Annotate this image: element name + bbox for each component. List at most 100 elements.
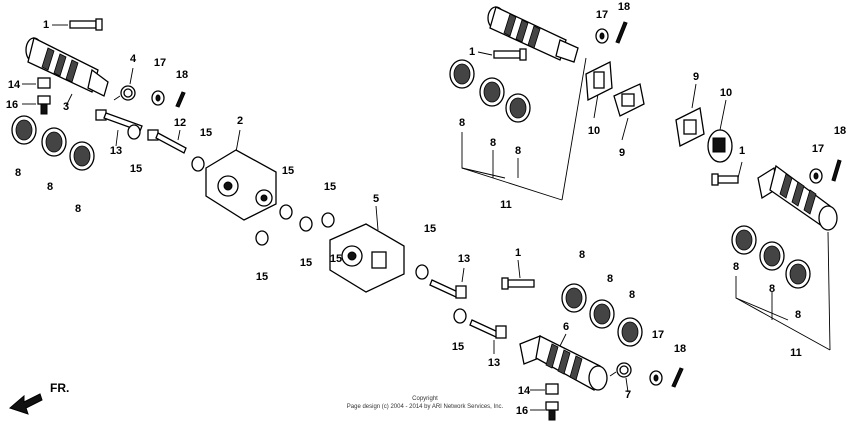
bolt-1-left xyxy=(69,18,103,31)
callout-18: 18 xyxy=(674,343,686,355)
copyright-line-2: Page design (c) 2004 - 2014 by ARI Netwo… xyxy=(347,404,504,410)
callout-11: 11 xyxy=(500,199,512,211)
callout-15: 15 xyxy=(282,165,294,177)
callout-8: 8 xyxy=(47,181,53,193)
cotter-pin-18-a xyxy=(175,91,186,108)
bolt-16-bottom xyxy=(545,401,559,421)
direction-arrow: FR. xyxy=(9,381,69,415)
callout-8: 8 xyxy=(15,167,21,179)
callout-15: 15 xyxy=(452,341,464,353)
callout-18: 18 xyxy=(176,69,188,81)
callout-6: 6 xyxy=(563,321,569,333)
callout-15: 15 xyxy=(324,181,336,193)
callout-13: 13 xyxy=(110,145,122,157)
plate-10-a xyxy=(585,60,613,102)
damper-8-bottom-1 xyxy=(561,283,587,313)
washer-17-b xyxy=(595,28,609,44)
bracket-2 xyxy=(205,149,277,221)
footpeg-left-front xyxy=(25,37,109,97)
direction-label: FR. xyxy=(50,381,69,395)
callout-1: 1 xyxy=(739,145,745,157)
callout-8: 8 xyxy=(579,249,585,261)
callout-18: 18 xyxy=(834,125,846,137)
callout-8: 8 xyxy=(607,273,613,285)
callout-1: 1 xyxy=(515,247,521,259)
callout-7: 7 xyxy=(625,389,631,401)
callout-11: 11 xyxy=(790,347,802,359)
callout-15: 15 xyxy=(130,163,142,175)
cotter-pin-18-c xyxy=(831,159,842,182)
callout-13: 13 xyxy=(488,357,500,369)
nut-14-left xyxy=(37,77,51,89)
callout-3: 3 xyxy=(63,101,69,113)
callout-15: 15 xyxy=(200,127,212,139)
damper-8-bottom-2 xyxy=(589,299,615,329)
leader-lines xyxy=(22,24,831,411)
callouts: 1 1 1 1 2 3 4 5 6 7 8 8 8 8 8 8 8 8 8 8 … xyxy=(6,1,846,417)
callout-15: 15 xyxy=(256,271,268,283)
callout-15: 15 xyxy=(300,257,312,269)
callout-8: 8 xyxy=(769,283,775,295)
bolt-1-right xyxy=(711,173,739,186)
damper-8-top-2 xyxy=(479,77,505,107)
callout-2: 2 xyxy=(237,115,243,127)
washer-15-c xyxy=(279,204,293,220)
callout-16: 16 xyxy=(6,99,18,111)
callout-15: 15 xyxy=(424,223,436,235)
washer-17-c xyxy=(809,168,823,184)
callout-15: 15 xyxy=(330,253,342,265)
damper-8-bottom-3 xyxy=(617,317,643,347)
damper-8-right-1 xyxy=(731,225,757,255)
damper-8-left-3 xyxy=(69,141,95,171)
callout-17: 17 xyxy=(812,143,824,155)
washer-15-g xyxy=(415,264,429,280)
callout-8: 8 xyxy=(75,203,81,215)
callout-18: 18 xyxy=(618,1,630,13)
callout-1: 1 xyxy=(469,46,475,58)
damper-8-right-2 xyxy=(759,241,785,271)
washer-15-h xyxy=(453,308,467,324)
washer-15-b xyxy=(191,156,205,172)
washer-17-d xyxy=(649,370,663,386)
washer-15-f xyxy=(321,212,335,228)
callout-4: 4 xyxy=(130,53,137,65)
footpeg-right-rear xyxy=(757,164,838,231)
bolt-1-bottom xyxy=(501,277,535,290)
plate-10-b xyxy=(707,129,733,163)
spring-7 xyxy=(609,362,632,378)
bolt-1-top-right xyxy=(493,48,527,61)
callout-17: 17 xyxy=(652,329,664,341)
damper-8-left-2 xyxy=(41,127,67,157)
washer-15-a xyxy=(127,124,141,140)
damper-8-right-3 xyxy=(785,259,811,289)
cotter-pin-18-d xyxy=(671,367,684,388)
plate-9-b xyxy=(675,107,705,147)
footpeg-bottom xyxy=(519,335,608,391)
callout-17: 17 xyxy=(596,9,608,21)
callout-1: 1 xyxy=(43,19,49,31)
nut-14-bottom xyxy=(545,383,559,395)
bracket-5 xyxy=(329,223,405,293)
spring-4 xyxy=(113,85,136,101)
damper-8-top-1 xyxy=(449,59,475,89)
bolt-12 xyxy=(147,129,187,154)
callout-12: 12 xyxy=(174,117,186,129)
copyright-line-1: Copyright xyxy=(412,396,438,402)
callout-8: 8 xyxy=(629,289,635,301)
bolt-13-low xyxy=(469,319,507,339)
callout-9: 9 xyxy=(693,71,699,83)
damper-8-top-3 xyxy=(505,93,531,123)
callout-17: 17 xyxy=(154,57,166,69)
bolt-16-left xyxy=(37,95,51,115)
callout-5: 5 xyxy=(373,193,379,205)
washer-17-a xyxy=(151,90,165,106)
callout-8: 8 xyxy=(795,309,801,321)
callout-8: 8 xyxy=(515,145,521,157)
washer-15-d xyxy=(255,230,269,246)
washer-15-e xyxy=(299,216,313,232)
callout-13: 13 xyxy=(458,253,470,265)
bolt-13-mid xyxy=(429,279,467,299)
callout-16: 16 xyxy=(516,405,528,417)
callout-10: 10 xyxy=(720,87,732,99)
